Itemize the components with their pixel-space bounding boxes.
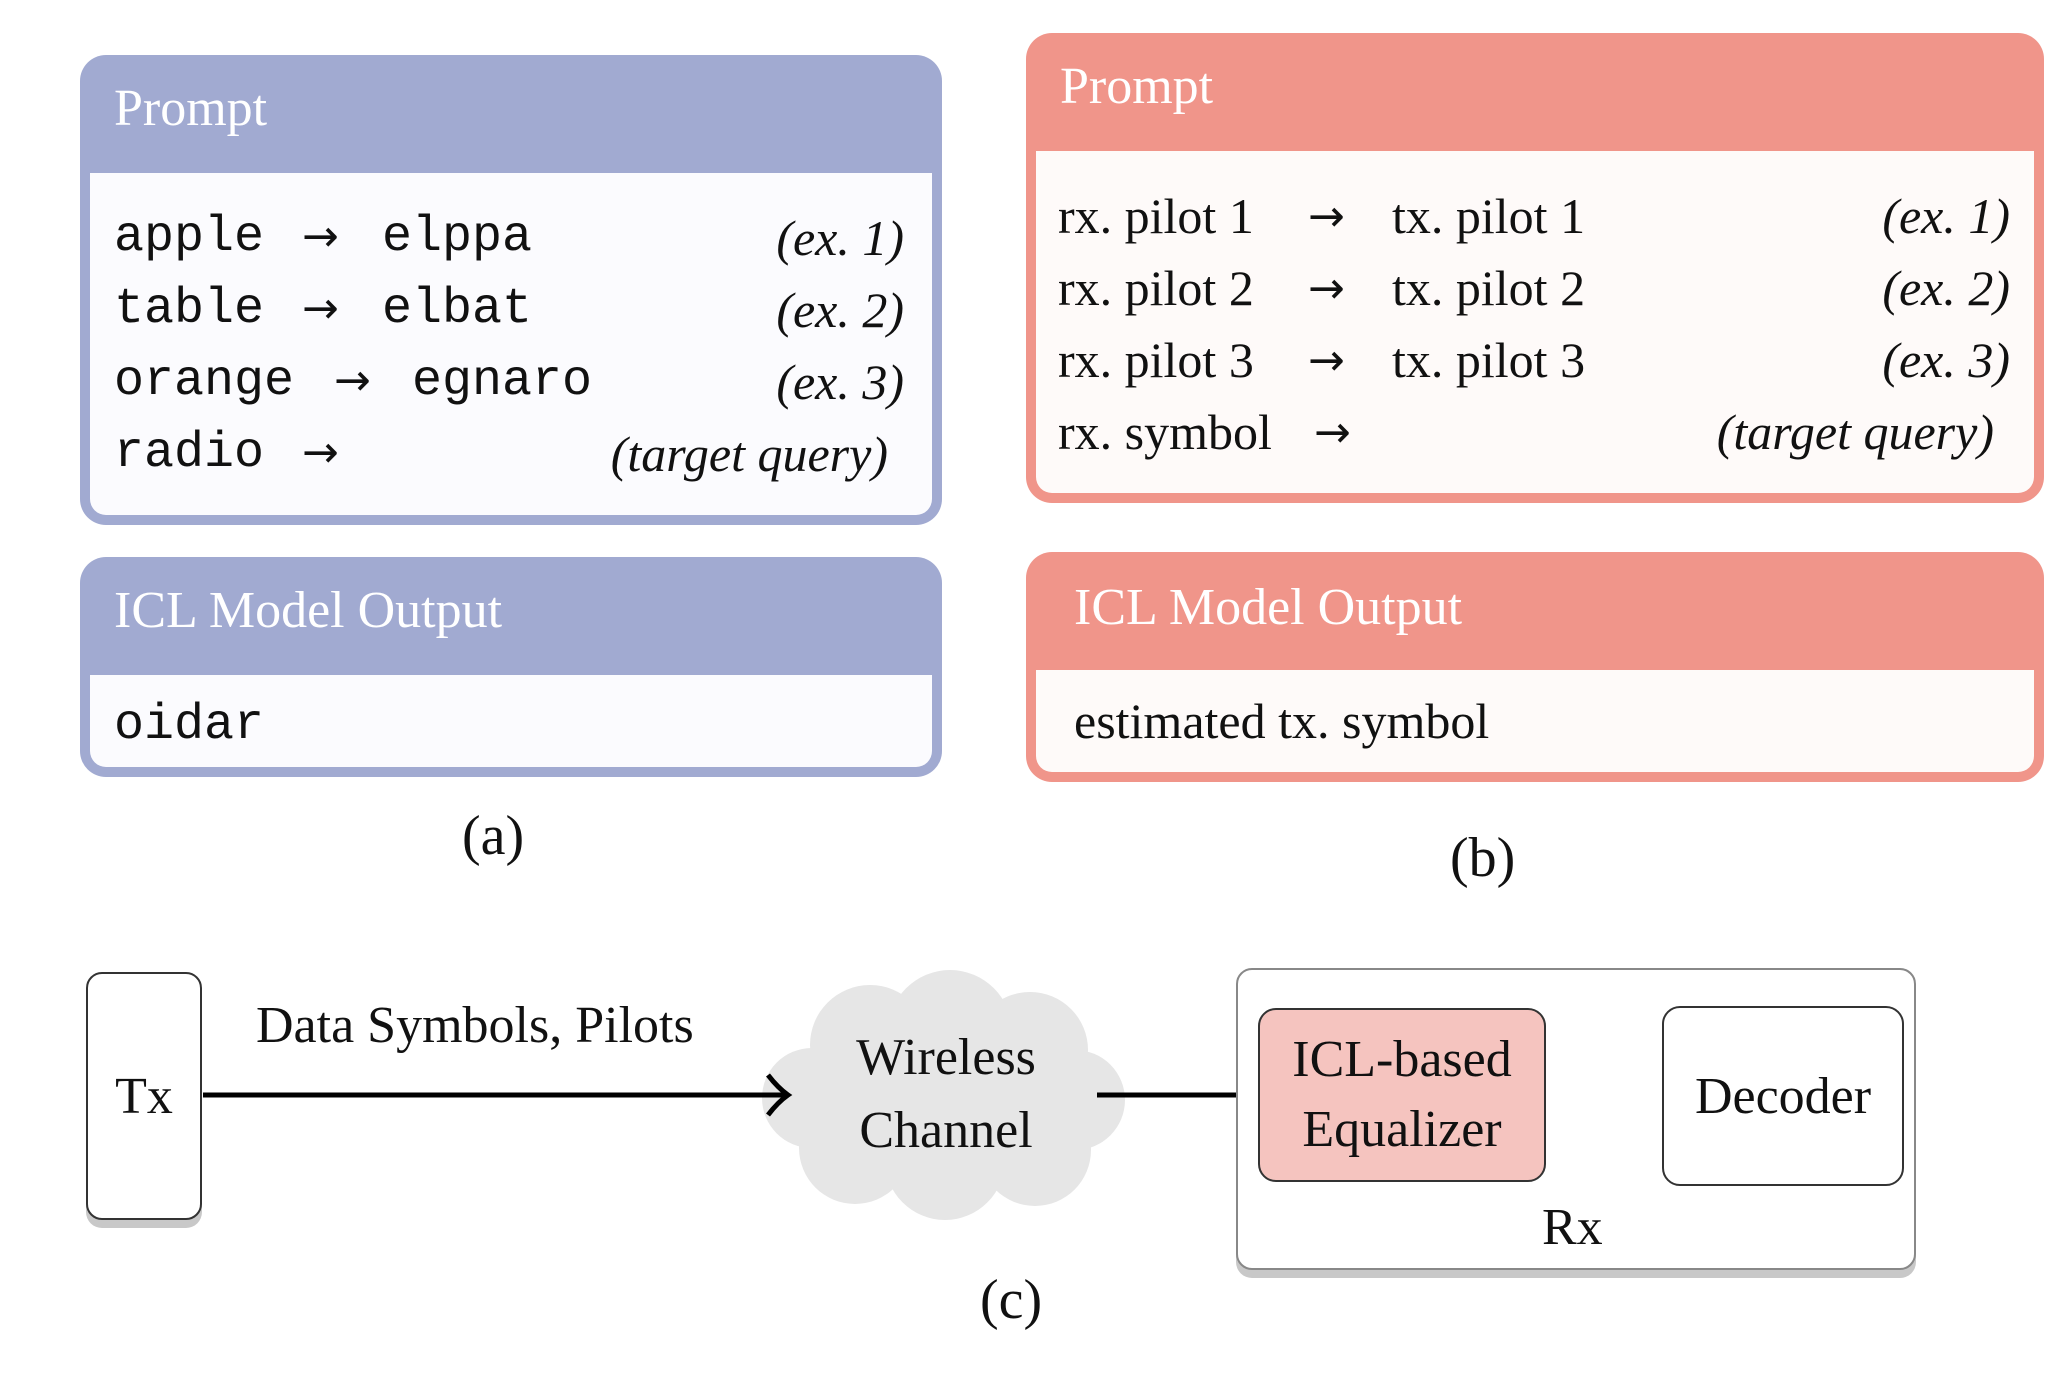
arrow-icon: →	[1308, 191, 1345, 242]
row-tag: (target query)	[610, 426, 888, 482]
row-input: orange	[114, 353, 295, 410]
arrow-icon: →	[1314, 407, 1351, 458]
arrow-icon: →	[302, 283, 339, 334]
panel-b-output-header: ICL Model Output	[1074, 579, 1463, 636]
equalizer-line-1: ICL-based	[1292, 1030, 1512, 1088]
output-value: estimated tx. symbol	[1074, 693, 1490, 749]
panel-b-prompt-body: rx. pilot 1 → tx. pilot 1 (ex. 1) rx. pi…	[1036, 151, 2034, 493]
row-input: rx. symbol	[1058, 404, 1272, 460]
row-tag: (ex. 3)	[776, 354, 904, 410]
equalizer-line-2: Equalizer	[1302, 1101, 1502, 1158]
caption-b: (b)	[1450, 827, 1516, 889]
arrow-icon: →	[1308, 335, 1345, 386]
row-input: rx. pilot 1	[1058, 188, 1254, 244]
row-output: tx. pilot 1	[1392, 188, 1586, 244]
output-value: oidar	[114, 697, 265, 754]
channel-line-1: Wireless	[856, 1029, 1036, 1087]
arrow-icon: →	[1308, 263, 1345, 314]
link-label: Data Symbols, Pilots	[256, 997, 694, 1054]
row-input: radio	[114, 425, 265, 482]
channel-line-2: Channel	[859, 1102, 1033, 1159]
icl-equalizer-block: ICL-based Equalizer	[1258, 1008, 1546, 1182]
panel-a-output: ICL Model Output oidar	[80, 557, 942, 777]
row-tag: (ex. 3)	[1882, 332, 2010, 388]
row-output: elbat	[382, 281, 533, 338]
row-input: rx. pilot 3	[1058, 332, 1254, 388]
row-tag: (ex. 2)	[1882, 260, 2010, 316]
tx-block: Tx	[86, 972, 202, 1220]
row-input: apple	[114, 209, 265, 266]
channel-label: Wireless Channel	[812, 1025, 1080, 1165]
row-output: tx. pilot 3	[1392, 332, 1586, 388]
panel-b-output-body: estimated tx. symbol	[1036, 670, 2034, 772]
arrow-icon: →	[334, 355, 371, 406]
panel-b-prompt-header: Prompt	[1060, 58, 1214, 115]
panel-b-output: ICL Model Output estimated tx. symbol	[1026, 552, 2044, 782]
arrow-icon: →	[302, 427, 339, 478]
panel-b-prompt: Prompt rx. pilot 1 → tx. pilot 1 (ex. 1)…	[1026, 33, 2044, 503]
tx-label: Tx	[115, 1067, 173, 1125]
rx-label: Rx	[1542, 1199, 1603, 1256]
panel-a-prompt-body: apple → elppa (ex. 1) table → elbat (ex.…	[90, 173, 932, 515]
decoder-block: Decoder	[1662, 1006, 1904, 1186]
row-input: table	[114, 281, 265, 338]
cloud-shape	[762, 970, 1125, 1220]
panel-a-output-header: ICL Model Output	[114, 582, 503, 639]
row-output: elppa	[382, 209, 533, 266]
row-input: rx. pilot 2	[1058, 260, 1254, 316]
row-tag: (ex. 1)	[776, 210, 904, 266]
panel-a-output-body: oidar	[90, 675, 932, 767]
caption-a: (a)	[462, 805, 525, 867]
panel-a-prompt-header: Prompt	[114, 80, 268, 137]
panel-a-prompt: Prompt apple → elppa (ex. 1) table → elb…	[80, 55, 942, 525]
row-tag: (ex. 2)	[776, 282, 904, 338]
caption-c: (c)	[980, 1269, 1043, 1331]
row-output: egnaro	[412, 353, 593, 410]
arrow-icon: →	[302, 211, 339, 262]
row-tag: (ex. 1)	[1882, 188, 2010, 244]
decoder-label: Decoder	[1694, 1067, 1872, 1125]
row-tag: (target query)	[1716, 404, 1994, 460]
row-output: tx. pilot 2	[1392, 260, 1586, 316]
